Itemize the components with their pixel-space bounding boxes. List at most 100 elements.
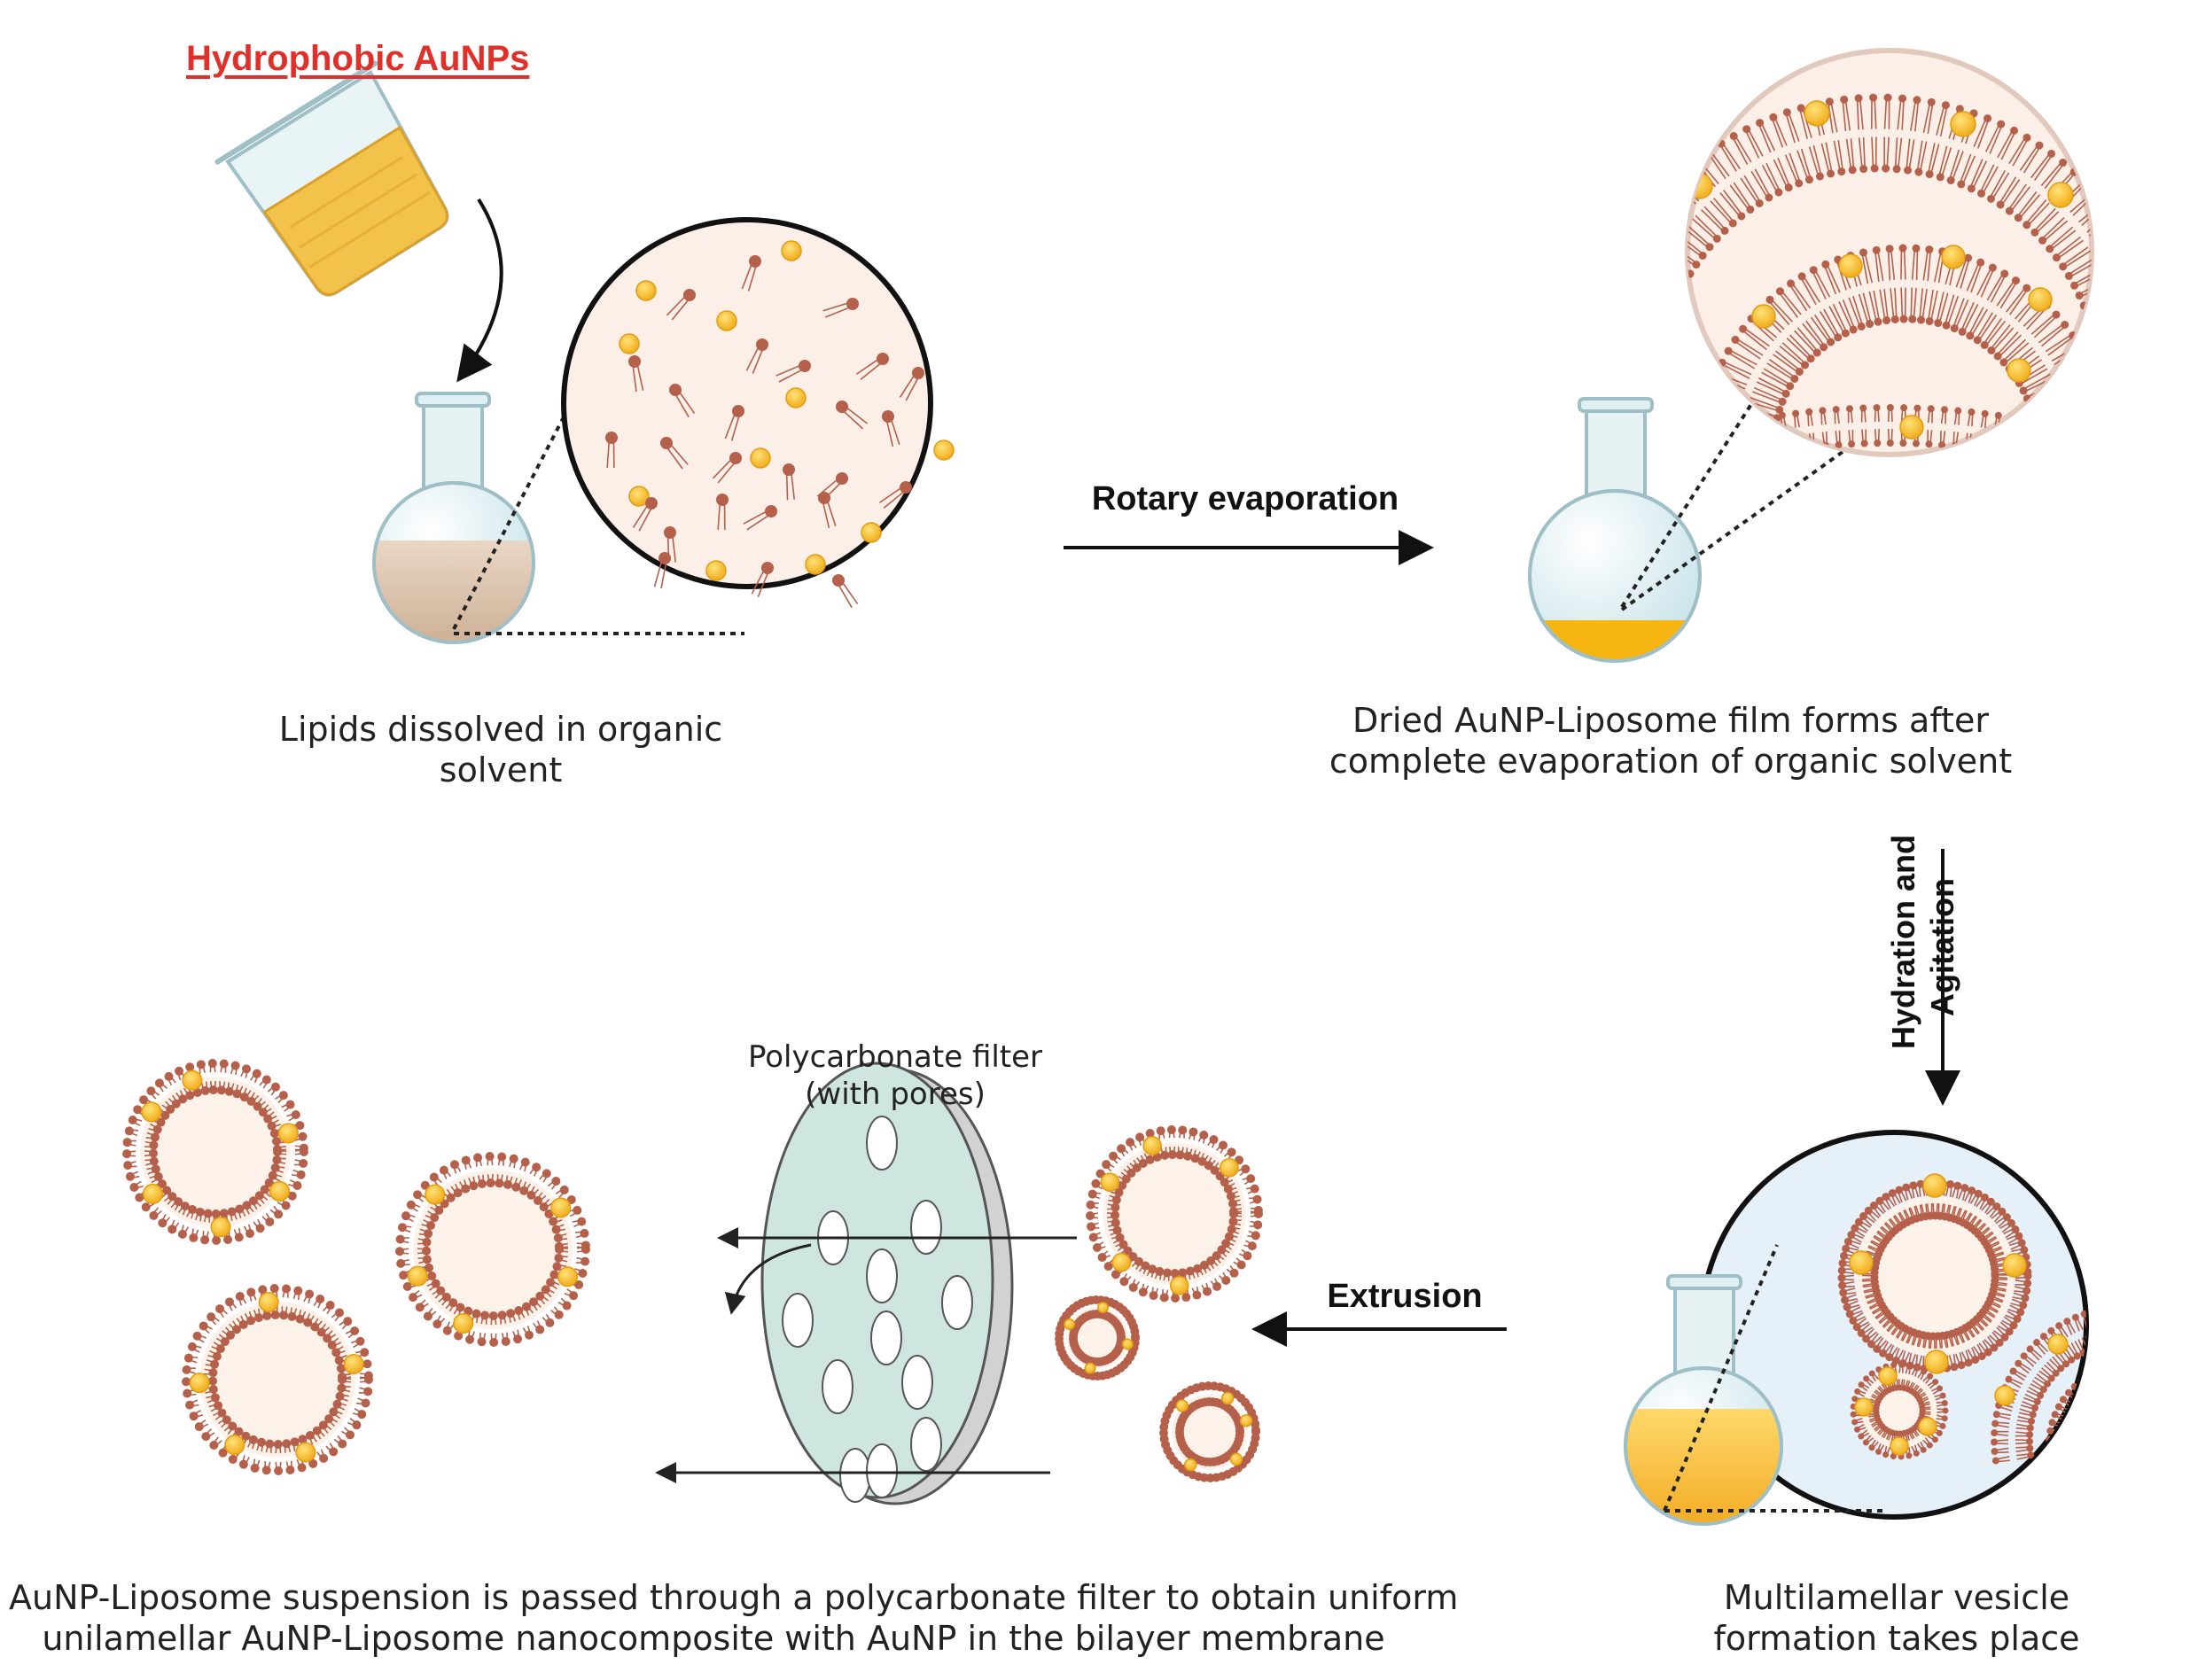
lipid-molecule — [511, 1178, 523, 1192]
aunp-particle — [1804, 100, 1830, 127]
aunp-particle — [628, 486, 650, 507]
lipid-molecule — [1925, 289, 1938, 325]
lipid-molecule — [1922, 1373, 1934, 1385]
lipid-molecule — [879, 481, 912, 509]
lipid-molecule — [1976, 1311, 1991, 1326]
aunp-particle — [1097, 1302, 1110, 1314]
lipid-molecule — [1859, 404, 1867, 423]
lipid-molecule — [236, 1315, 248, 1329]
lipid-molecule — [473, 1153, 483, 1167]
lipid-molecule — [1687, 234, 1707, 260]
lipid-molecule — [1197, 1153, 1209, 1166]
lipid-molecule — [1854, 1388, 1867, 1397]
lipid-molecule — [882, 410, 900, 447]
lipid-molecule — [2002, 438, 2012, 455]
lipid-molecule — [1869, 1202, 1884, 1217]
lipid-molecule — [1934, 1392, 1946, 1401]
bilayer — [182, 1284, 373, 1475]
lipid-molecule — [1991, 1207, 2007, 1223]
lipid-molecule — [316, 1323, 330, 1337]
lipid-molecule — [1999, 1218, 2015, 1233]
lipid-molecule — [2046, 421, 2056, 440]
caption-multilamellar: Multilamellar vesicle formation takes pl… — [1666, 1577, 2127, 1659]
lipid-molecule — [1660, 439, 1670, 456]
lipid-molecule — [1919, 1403, 1931, 1411]
lipid-molecule — [1775, 287, 1802, 318]
lipid-molecule — [423, 1307, 437, 1321]
lipid-molecule — [836, 401, 868, 430]
filter-pore — [901, 1355, 933, 1410]
lipid-molecule — [2022, 199, 2050, 229]
aunp-particle — [142, 1183, 163, 1204]
lipid-molecule — [1108, 1194, 1121, 1205]
lipid-molecule — [2135, 1388, 2144, 1404]
lipid-molecule — [1922, 97, 1936, 134]
lipid-molecule — [439, 1165, 452, 1179]
lipid-molecule — [253, 1218, 265, 1233]
aunp-particle — [1890, 1436, 1909, 1456]
lipid-molecule — [1242, 1174, 1256, 1186]
lipid-molecule — [2153, 1307, 2162, 1325]
lipid-molecule — [2085, 1373, 2086, 1381]
lipid-molecule — [183, 1085, 195, 1101]
lipid-molecule — [1729, 182, 1755, 214]
bilayer — [1086, 1125, 1263, 1303]
lipid-molecule — [1983, 1336, 1999, 1352]
lipid-molecule — [1249, 1220, 1263, 1230]
lipid-molecule — [1977, 164, 1999, 198]
aunp-particle — [2047, 182, 2074, 208]
lipid-molecule — [1854, 94, 1864, 130]
lipid-molecule — [208, 1401, 223, 1412]
lipid-molecule — [1668, 462, 1678, 479]
lipid-molecule — [277, 1197, 291, 1210]
zoom-line — [1620, 390, 1761, 609]
lipid-molecule — [1930, 1385, 1944, 1395]
lipid-molecule — [1223, 1182, 1237, 1194]
lipid-molecule — [2018, 1408, 2037, 1419]
lipid-molecule — [1097, 1250, 1111, 1262]
lipid-molecule — [258, 1104, 272, 1117]
aunp-particle — [1878, 1366, 1898, 1386]
lipid-molecule — [1936, 1414, 1948, 1422]
lipid-molecule — [243, 1224, 255, 1239]
lipid-molecule — [575, 1228, 589, 1239]
lipid-molecule — [261, 1460, 271, 1475]
lipid-molecule — [324, 1414, 339, 1427]
lipid-molecule — [1825, 97, 1838, 134]
lipid-molecule — [253, 1097, 266, 1111]
aunp-particle — [182, 1069, 203, 1091]
lipid-molecule — [1948, 1354, 1959, 1372]
lipid-molecule — [1761, 368, 1795, 391]
lipid-molecule — [1884, 1218, 1900, 1235]
lipid-molecule — [2075, 279, 2092, 299]
aunp-particle — [1184, 1458, 1197, 1472]
lipid-molecule — [209, 1436, 222, 1451]
lipid-molecule — [1914, 140, 1928, 176]
zoom-line — [1620, 437, 1863, 611]
lipid-molecule — [2097, 1332, 2106, 1349]
lipid-molecule — [2015, 1444, 2034, 1452]
lipid-molecule — [144, 1140, 159, 1150]
lipid-molecule — [2085, 432, 2092, 450]
lipid-molecule — [564, 1288, 579, 1301]
lipid-molecule — [1166, 1125, 1176, 1139]
lipid-molecule — [2115, 1387, 2123, 1403]
lipid-molecule — [1595, 299, 1630, 315]
lipid-molecule — [2119, 1328, 2126, 1346]
lipid-molecule — [208, 1080, 218, 1095]
lipid-molecule — [2001, 1316, 2018, 1330]
lipid-molecule — [168, 1094, 181, 1108]
lipid-molecule — [471, 1309, 481, 1324]
lipid-molecule — [1808, 144, 1824, 181]
lipid-molecule — [263, 1111, 277, 1124]
lipid-molecule — [1117, 1144, 1129, 1157]
lipid-molecule — [458, 1179, 471, 1194]
lipid-molecule — [2069, 1431, 2085, 1441]
lipid-molecule — [247, 1435, 258, 1450]
lipid-molecule — [1845, 138, 1857, 175]
lipid-molecule — [529, 1163, 542, 1177]
aunp-particle — [453, 1313, 474, 1334]
lipid-molecule — [1206, 1256, 1219, 1270]
lipid-molecule — [238, 1455, 250, 1469]
lipid-molecule — [1226, 1190, 1240, 1201]
